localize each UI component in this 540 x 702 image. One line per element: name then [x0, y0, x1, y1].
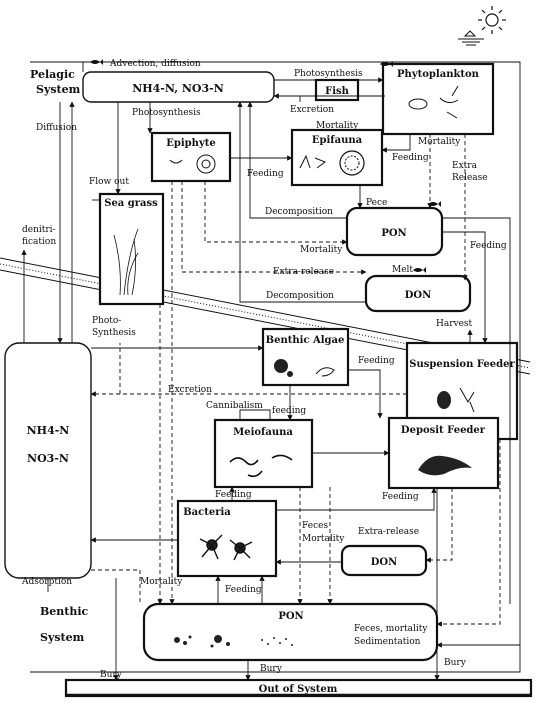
- bacteria-label: Bacteria: [183, 507, 231, 518]
- decomposition-2-label: Decomposition: [266, 291, 334, 301]
- feeding-meio-label: feeding: [272, 406, 306, 416]
- excretion-benthic-label: Excretion: [168, 385, 212, 395]
- meiofauna-box: [213, 418, 314, 489]
- meiofauna-label: Meiofauna: [233, 427, 293, 438]
- seagrass-label: Sea grass: [104, 198, 158, 209]
- epiphyte-illustration-icon: [169, 154, 216, 174]
- benthic-pon-label: PON: [278, 611, 303, 622]
- benthic-algae-illustration-icon: [274, 359, 335, 377]
- feces-mortality-low-label: Feces, mortality: [354, 624, 428, 634]
- extra-release-don-label: Extra-release: [273, 267, 334, 277]
- epifauna-label: Epifauna: [312, 135, 363, 146]
- pelagic-pon-label: PON: [381, 228, 406, 239]
- benthic-system-label-2: System: [40, 631, 85, 644]
- seagrass-illustration-icon: [113, 228, 139, 296]
- suspension-feeder-label: Suspension Feeder: [409, 359, 515, 370]
- benthic-don-label: DON: [371, 557, 398, 568]
- mortality-fish-label: Mortality: [316, 121, 359, 131]
- extra-release-benthic-label: Extra-release: [358, 527, 419, 537]
- benthic-system-label-1: Benthic: [40, 605, 89, 618]
- photo-synthesis-label-1: Photo-: [92, 316, 121, 326]
- mortality-phyto-label: Mortality: [418, 137, 461, 147]
- sedimentation-label: Sedimentation: [354, 637, 421, 647]
- fish-glyph-icon: [90, 59, 441, 273]
- phytoplankton-illustration-icon: [408, 85, 459, 119]
- denitrification-label-1: denitri-: [22, 225, 56, 235]
- epiphyte-box: [150, 131, 232, 183]
- bury-right-label: Bury: [444, 658, 467, 668]
- flow-labels: Advection, diffusion Photosynthesis Excr…: [21, 59, 507, 680]
- suspension-feeder-illustration-icon: [437, 387, 475, 413]
- decomposition-1-label: Decomposition: [265, 207, 333, 217]
- water-surface-icon: [458, 30, 484, 46]
- pece-label: Pece: [366, 198, 387, 208]
- diffusion-label: Diffusion: [36, 123, 77, 133]
- deposit-feeder-label: Deposit Feeder: [401, 425, 486, 436]
- feeding-pon-label: Feeding: [470, 241, 507, 251]
- bacteria-box: [176, 499, 278, 578]
- feeding-low-label: Feeding: [225, 585, 262, 595]
- advection-label: Advection, diffusion: [109, 59, 201, 69]
- flow-lines: [21, 62, 520, 681]
- photosynthesis-top-label: Photosynthesis: [294, 69, 363, 79]
- fish-label: Fish: [325, 86, 350, 97]
- benthic-nutrients-label-2: NO3-N: [27, 452, 69, 465]
- epifauna-box: [290, 128, 384, 187]
- cannibalism-label: Cannibalism: [206, 401, 263, 411]
- epifauna-illustration-icon: [299, 150, 365, 176]
- feeding-epiphyte-label: Feeding: [247, 169, 284, 179]
- meiofauna-illustration-icon: [229, 454, 293, 478]
- seagrass-box: [98, 192, 165, 306]
- pelagic-nutrients-label: NH4-N, NO3-N: [132, 82, 224, 95]
- denitrification-label-2: fication: [22, 237, 56, 247]
- pelagic-system-label-1: Pelagic: [30, 68, 75, 81]
- melt-label: Melt: [392, 265, 413, 275]
- sediment-particles-icon: [174, 635, 293, 648]
- pelagic-don-label: DON: [405, 290, 432, 301]
- sun-icon: [478, 6, 506, 34]
- flow-out-label: Flow out: [89, 177, 129, 187]
- feeding-bacteria-label: Feeding: [215, 490, 252, 500]
- system-boundary: [30, 61, 521, 673]
- mortality-pon-label: Mortality: [300, 245, 343, 255]
- phytoplankton-box: [381, 62, 495, 136]
- bury-mid-label: Bury: [260, 664, 283, 674]
- benthic-algae-box: [261, 327, 350, 387]
- extra-release-label-1: Extra: [452, 161, 478, 171]
- bacteria-illustration-icon: [199, 534, 253, 561]
- harvest-label: Harvest: [436, 319, 473, 329]
- extra-release-label-2: Release: [452, 173, 488, 183]
- feeding-algae-label: Feeding: [358, 356, 395, 366]
- benthic-nutrients-label-1: NH4-N: [27, 424, 70, 437]
- excretion-top-label: Excretion: [290, 105, 334, 115]
- deposit-feeder-box: [387, 416, 500, 490]
- feces-mortality-label-1: Feces: [302, 521, 328, 531]
- bury-left-label: Bury: [100, 670, 123, 680]
- feeding-phyto-label: Feeding: [392, 153, 429, 163]
- adsorption-label: Adsorption: [21, 577, 72, 587]
- feces-mortality-label-2: Mortality: [302, 534, 345, 544]
- feeding-deposit-label: Feeding: [382, 492, 419, 502]
- pelagic-don-box: [364, 274, 472, 313]
- pelagic-pon-box: [345, 206, 444, 257]
- deposit-feeder-illustration-icon: [418, 455, 472, 476]
- benthic-algae-label: Benthic Algae: [266, 335, 345, 346]
- photo-synthesis-label-2: Synthesis: [92, 328, 136, 338]
- epiphyte-label: Epiphyte: [166, 138, 215, 149]
- pelagic-nutrients-box: [82, 71, 275, 103]
- phytoplankton-label: Phytoplankton: [397, 69, 480, 80]
- out-of-system-label: Out of System: [259, 684, 338, 695]
- mortality-left-label: Mortality: [140, 577, 183, 587]
- photosynthesis-epiphyte-label: Photosynthesis: [132, 108, 201, 118]
- pelagic-system-label-2: System: [36, 83, 81, 96]
